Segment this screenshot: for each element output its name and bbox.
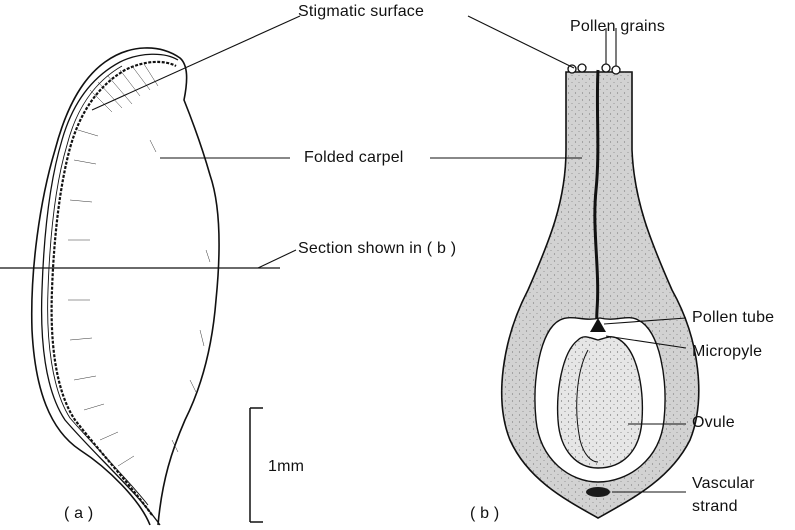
label-section-shown: Section shown in ( b )	[298, 240, 456, 258]
label-panel-a: ( a )	[64, 505, 93, 523]
label-strand: strand	[692, 498, 738, 516]
label-ovule: Ovule	[692, 414, 735, 432]
leader-section	[258, 250, 296, 268]
label-vascular: Vascular	[692, 475, 755, 493]
ovule-stipple	[558, 337, 643, 468]
leader-stigmatic-b	[468, 16, 574, 68]
vascular-strand	[586, 487, 610, 497]
panel-b-section	[502, 64, 699, 518]
label-folded-carpel: Folded carpel	[304, 149, 404, 167]
label-panel-b: ( b )	[470, 505, 499, 523]
label-scale: 1mm	[268, 458, 304, 476]
label-micropyle: Micropyle	[692, 343, 762, 361]
label-stigmatic-surface: Stigmatic surface	[298, 3, 424, 21]
panel-a-carpel	[32, 48, 219, 525]
scale-bar	[250, 408, 263, 522]
label-pollen-grains: Pollen grains	[570, 18, 665, 36]
carpel-outline	[32, 48, 219, 525]
label-pollen-tube: Pollen tube	[692, 309, 774, 327]
